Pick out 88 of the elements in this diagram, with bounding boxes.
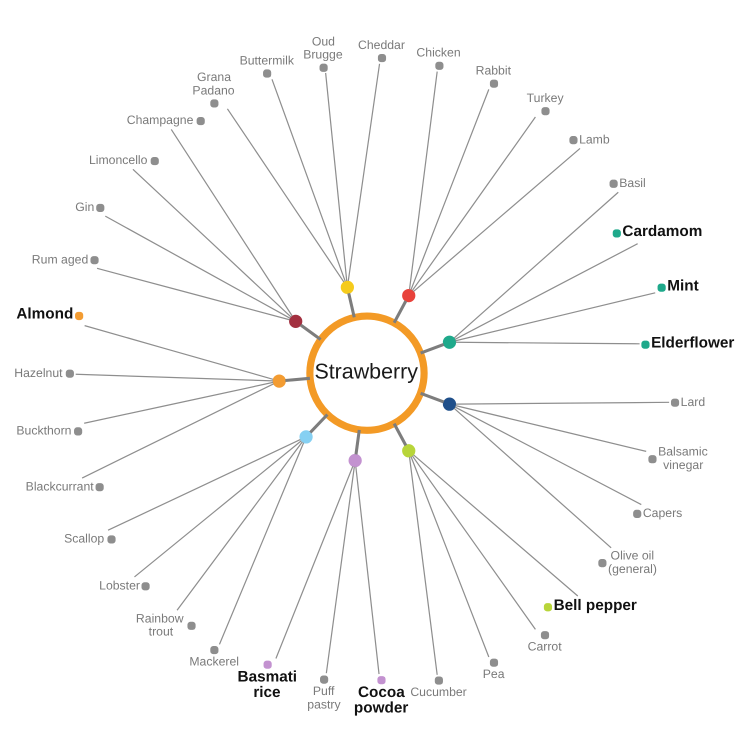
connector	[76, 373, 273, 381]
connector	[347, 292, 356, 318]
node-label: Elderflower	[651, 334, 734, 351]
connector	[105, 215, 290, 318]
node-label: Oud Brugge	[303, 34, 343, 62]
node-label: Cucumber	[410, 684, 467, 698]
node-circle	[340, 280, 354, 294]
node-label: Turkey	[526, 90, 564, 105]
node-label: Capers	[642, 506, 682, 520]
connector	[410, 456, 490, 657]
node-label: Buttermilk	[240, 52, 294, 67]
connector	[455, 404, 646, 452]
node-label: Mackerel	[189, 654, 240, 668]
node-label: Lobster	[99, 578, 140, 592]
connector	[309, 413, 328, 433]
node-label: Hazelnut	[14, 365, 63, 380]
node-label: Buckthorn	[16, 423, 72, 438]
node-label: Balsamic vinegar	[658, 444, 708, 472]
connector	[456, 341, 640, 344]
connector	[420, 391, 444, 403]
node-circle	[402, 444, 416, 457]
connector	[271, 78, 346, 282]
connector	[176, 441, 303, 610]
connector	[413, 147, 580, 292]
node-label: Scallop	[64, 531, 104, 546]
node-label: Cardamom	[622, 222, 702, 240]
connector	[454, 406, 642, 505]
connector	[456, 401, 670, 404]
connector	[392, 422, 408, 446]
connector	[96, 267, 290, 320]
node-label: Basmati rice	[238, 668, 298, 700]
connector	[412, 116, 536, 290]
node-circle	[442, 397, 456, 410]
connector	[454, 407, 612, 548]
connector	[170, 128, 293, 316]
connector	[275, 466, 354, 658]
node-label: Limoncello	[88, 152, 148, 167]
node-label: Puff pastry	[307, 684, 341, 711]
connector	[326, 466, 355, 673]
connector	[420, 342, 444, 354]
node-circle	[402, 288, 416, 302]
connector	[84, 324, 274, 380]
node-label: Carrot	[528, 639, 562, 654]
node-label: Rabbit	[476, 63, 511, 78]
connector	[413, 454, 578, 596]
connector	[455, 292, 656, 341]
node-label: Grana Padano	[192, 70, 235, 97]
node-circle	[272, 374, 286, 388]
node-label: Blackcurrant	[26, 478, 94, 493]
connector	[355, 466, 380, 674]
connector	[354, 429, 361, 454]
connector	[348, 63, 380, 280]
node-label: Lard	[680, 394, 706, 408]
node-label: Cheddar	[358, 37, 405, 52]
connector	[285, 376, 310, 382]
node-label: Champagne	[126, 112, 194, 127]
connector	[392, 300, 408, 323]
node-label: Pea	[482, 666, 505, 681]
connector	[108, 438, 301, 530]
connector	[454, 191, 619, 338]
connector	[408, 456, 438, 674]
node-label: Gin	[75, 200, 94, 214]
node-label: Basil	[619, 175, 646, 190]
node-circle	[289, 314, 302, 328]
connector	[84, 381, 274, 424]
node-circle	[348, 453, 362, 467]
node-label: Cocoa powder	[354, 684, 408, 716]
connector	[82, 382, 274, 478]
node-label: Rum aged	[32, 252, 88, 266]
node-circle	[299, 430, 313, 443]
connector	[408, 71, 438, 289]
connector	[226, 108, 344, 282]
connector	[132, 168, 292, 318]
connector	[325, 72, 348, 281]
node-label: Rainbow trout	[136, 610, 184, 638]
connector	[454, 242, 638, 340]
node-label: Bell pepper	[554, 596, 637, 614]
connector	[134, 440, 302, 577]
connector	[300, 323, 322, 340]
node-label: Mint	[667, 276, 699, 294]
node-label: Lamb	[579, 132, 610, 146]
node-label: Almond	[16, 305, 74, 322]
connector	[218, 442, 304, 644]
node-label: Chicken	[416, 45, 461, 60]
connector	[410, 88, 490, 290]
node-circle	[442, 335, 456, 348]
connector	[412, 455, 536, 630]
node-label: Olive oil (general)	[608, 548, 657, 576]
